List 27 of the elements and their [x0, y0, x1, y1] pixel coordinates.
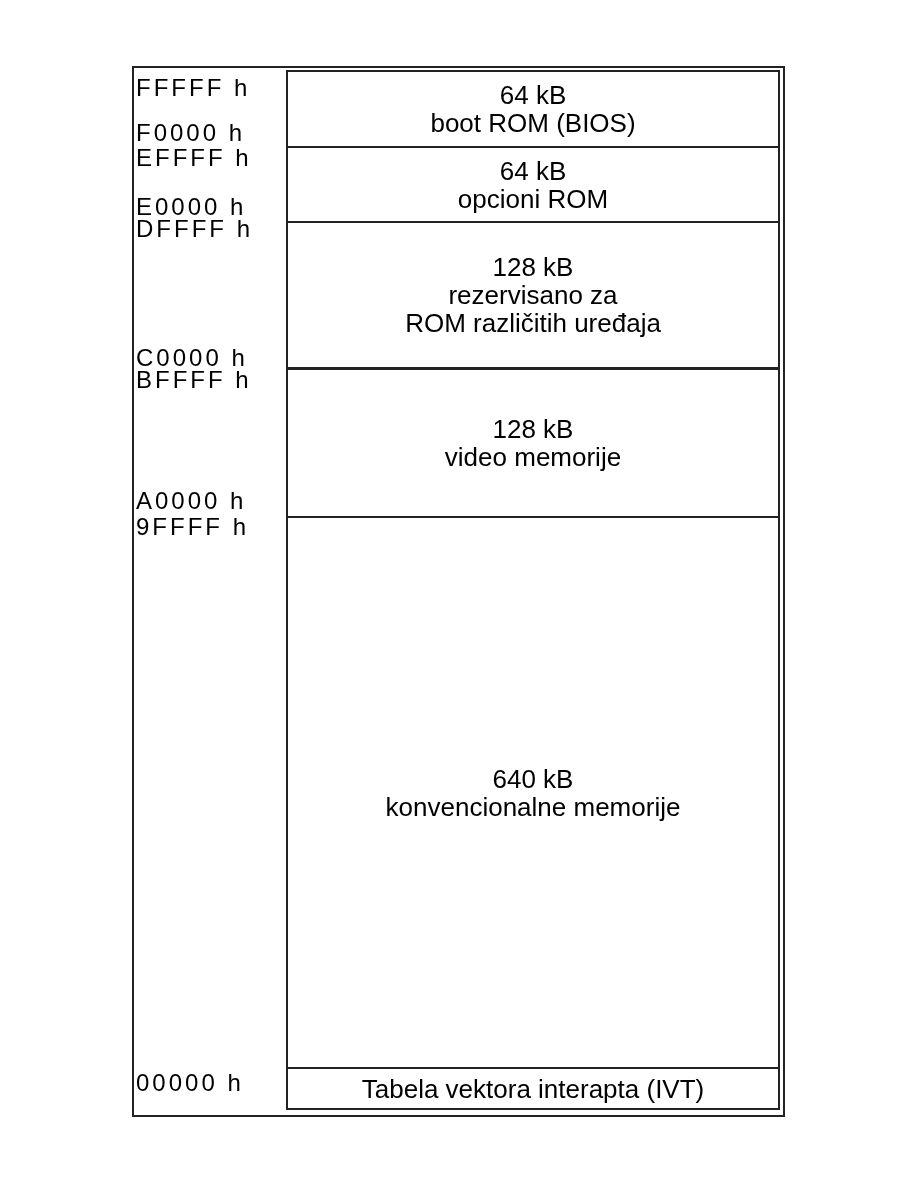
address-label: 9FFFF h	[136, 516, 249, 538]
address-label: A0000 h	[136, 490, 247, 512]
address-label: E0000 h	[136, 196, 247, 218]
memory-region-block	[286, 1067, 780, 1110]
address-label: FFFFF h	[136, 77, 251, 99]
memory-region-block	[286, 70, 780, 148]
region-size: 640 kB	[492, 764, 574, 793]
region-name: Tabela vektora interapta (IVT)	[361, 1074, 705, 1103]
address-label: F0000 h	[136, 122, 246, 144]
region-size: 128 kB	[492, 415, 574, 443]
address-label: EFFFF h	[136, 147, 252, 169]
memory-region-block	[286, 368, 780, 518]
memory-region-block	[286, 221, 780, 369]
region-name: video memorije	[444, 443, 622, 471]
region-size: 64 kB	[499, 157, 567, 185]
address-label: 00000 h	[136, 1072, 244, 1094]
region-size: 64 kB	[499, 81, 567, 109]
region-name: boot ROM (BIOS)	[430, 109, 636, 137]
address-label: DFFFF h	[136, 218, 253, 240]
address-label: BFFFF h	[136, 369, 252, 391]
region-name: opcioni ROM	[457, 185, 609, 213]
region-size: 128 kB	[492, 253, 574, 281]
memory-region-block	[286, 516, 780, 1069]
address-label: C0000 h	[136, 347, 248, 369]
memory-region-block	[286, 146, 780, 224]
region-name: rezervisano za ROM različitih uređaja	[405, 281, 661, 337]
region-name: konvencionalne memorije	[385, 792, 681, 821]
